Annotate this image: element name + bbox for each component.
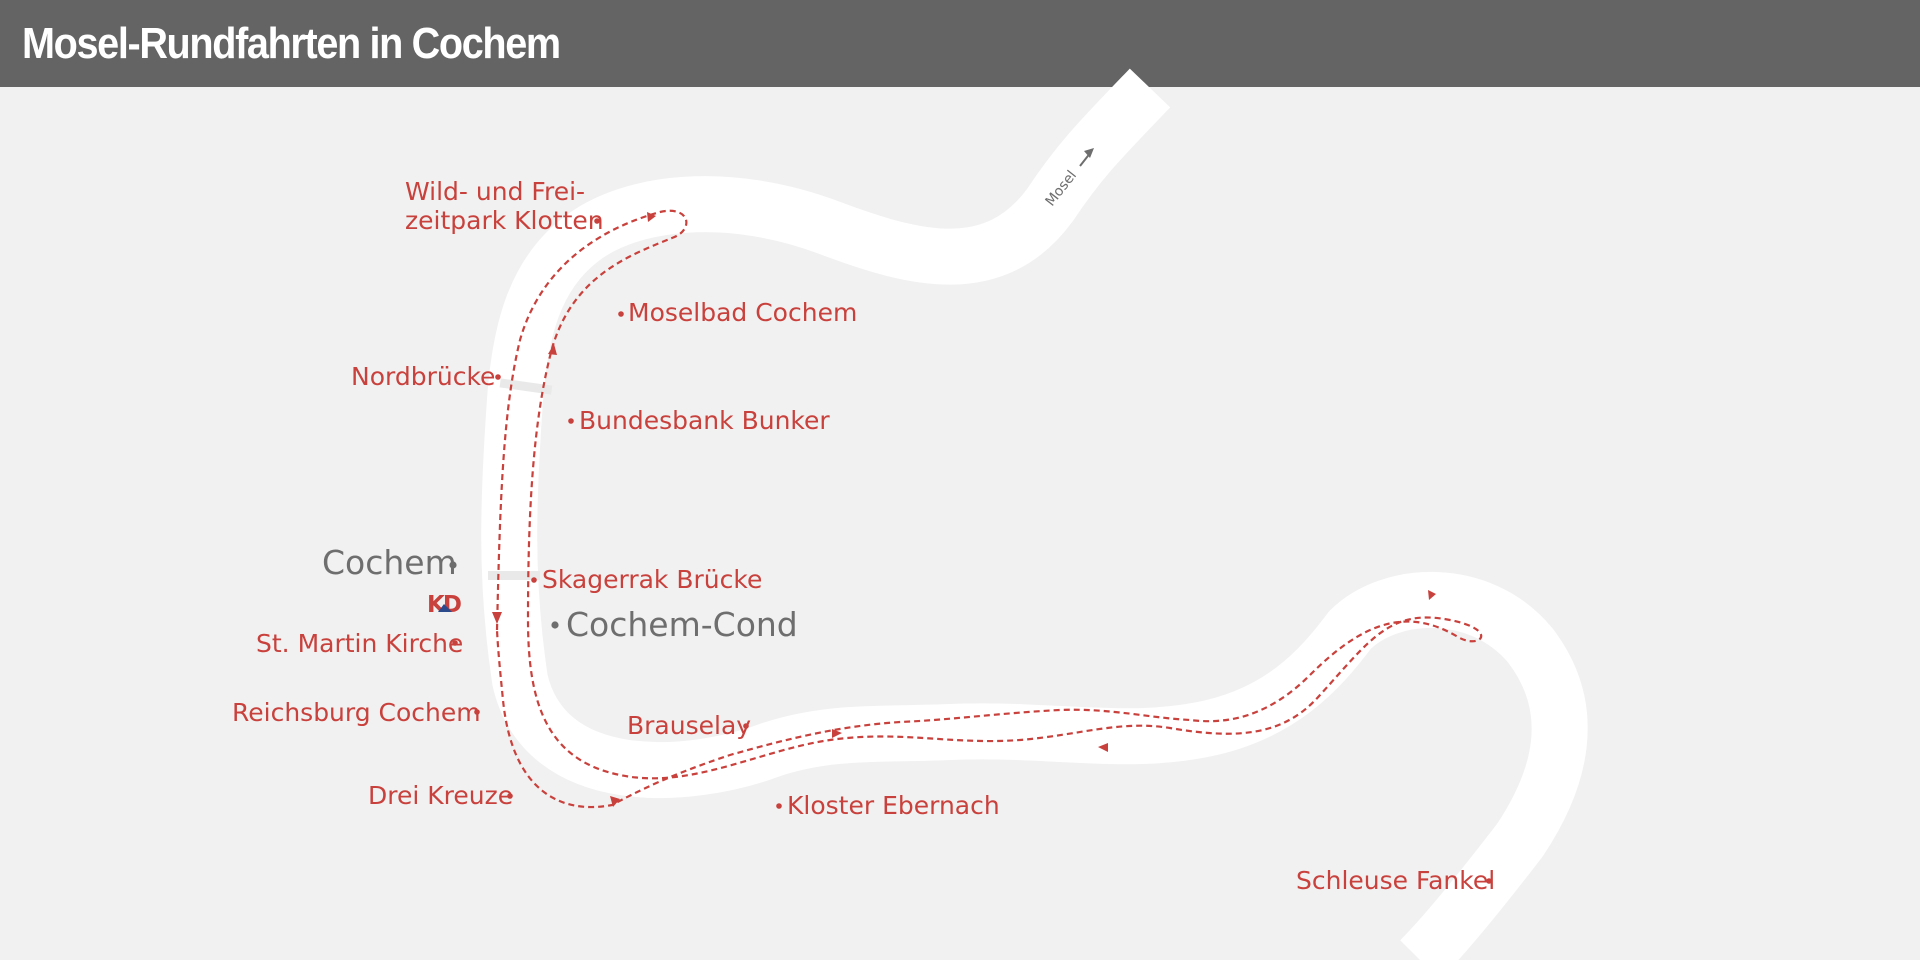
town-cochem-dot xyxy=(449,561,457,569)
nordbruecke-bridge xyxy=(499,378,553,395)
route-arrow xyxy=(492,612,502,624)
poi-brauselay-dot xyxy=(743,723,749,729)
kd-logo: KD xyxy=(427,592,478,618)
mosel-river xyxy=(481,68,1588,960)
poi-schleuse: Schleuse Fankel xyxy=(1296,866,1495,895)
town-cochem-cond: Cochem-Cond xyxy=(566,605,798,644)
poi-bundesbank: Bundesbank Bunker xyxy=(579,406,830,435)
poi-wildpark-line1: Wild- und Frei- xyxy=(405,177,585,206)
poi-kloster: Kloster Ebernach xyxy=(787,791,1000,820)
poi-brauselay: Brauselay xyxy=(627,711,751,740)
route-arrow xyxy=(832,729,842,738)
poi-drei-kreuze-dot xyxy=(507,793,513,799)
arrow-northeast-icon-head xyxy=(1084,148,1094,158)
poi-wildpark-line2: zeitpark Klotten xyxy=(405,206,604,235)
poi-nordbruecke-dot xyxy=(495,374,501,380)
poi-moselbad: Moselbad Cochem xyxy=(628,298,857,327)
kd-logo-blue-accent xyxy=(438,604,452,612)
route-arrow xyxy=(548,344,557,355)
poi-schleuse-dot xyxy=(1486,878,1492,884)
poi-moselbad-dot xyxy=(618,311,624,317)
title-bar: Mosel-Rundfahrten in Cochem xyxy=(0,0,1920,87)
route-arrow xyxy=(1428,590,1436,600)
poi-wildpark-dot xyxy=(594,218,600,224)
route-arrow xyxy=(647,212,656,222)
route-arrow xyxy=(1098,743,1108,752)
poi-reichsburg-dot xyxy=(474,709,480,715)
cruise-route-line xyxy=(495,209,1483,809)
poi-nordbruecke: Nordbrücke xyxy=(351,362,495,391)
poi-st-martin-dot xyxy=(452,640,458,646)
route-arrow xyxy=(610,796,620,807)
skagerrak-bridge xyxy=(488,571,540,580)
poi-kloster-dot xyxy=(776,803,782,809)
town-cochem-cond-dot xyxy=(551,621,559,629)
poi-drei-kreuze: Drei Kreuze xyxy=(368,781,513,810)
poi-bundesbank-dot xyxy=(568,418,574,424)
poi-st-martin: St. Martin Kirche xyxy=(256,629,463,658)
poi-skagerrak-dot xyxy=(531,577,537,583)
poi-reichsburg: Reichsburg Cochem xyxy=(232,698,481,727)
page-title: Mosel-Rundfahrten in Cochem xyxy=(22,19,561,68)
poi-skagerrak: Skagerrak Brücke xyxy=(542,565,762,594)
town-cochem: Cochem xyxy=(322,543,457,582)
